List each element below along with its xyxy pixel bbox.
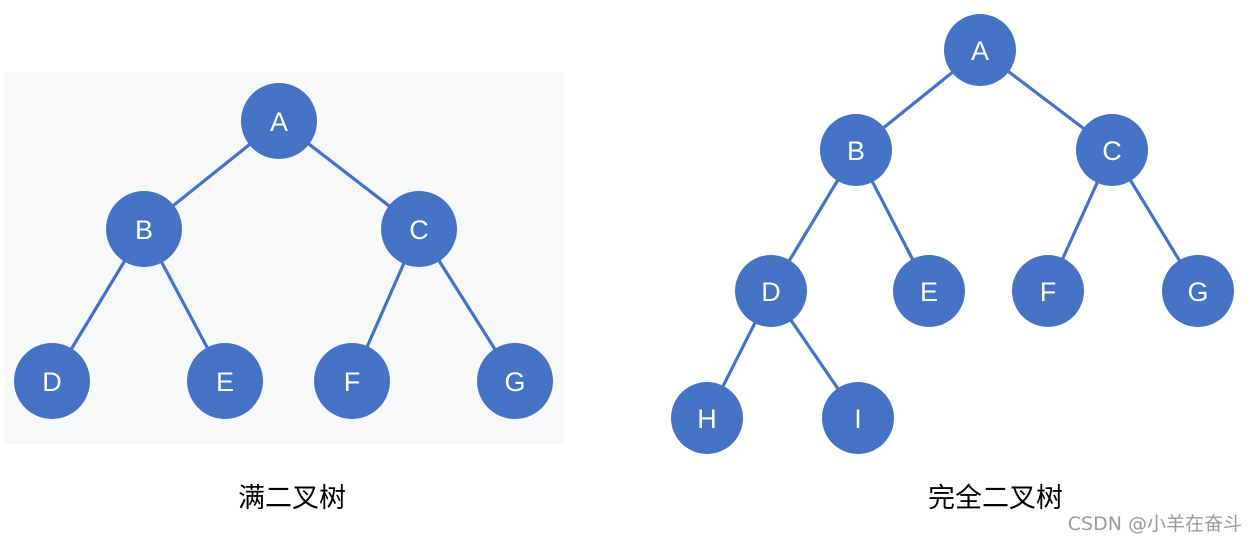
tree-node-A: A	[944, 14, 1016, 86]
full-binary-tree: A B C D E F G	[14, 83, 553, 419]
node-label: B	[847, 136, 865, 166]
tree-node-A: A	[241, 83, 317, 159]
node-circle	[314, 343, 390, 419]
tree-node-D: D	[14, 343, 90, 419]
tree-node-F: F	[314, 343, 390, 419]
node-label: C	[1102, 136, 1122, 166]
node-circle	[822, 382, 894, 454]
node-label: B	[135, 215, 153, 245]
node-circle	[477, 343, 553, 419]
node-circle	[1012, 255, 1084, 327]
tree-node-C: C	[1076, 114, 1148, 186]
node-circle	[944, 14, 1016, 86]
tree-node-C: C	[381, 191, 457, 267]
node-label: D	[42, 367, 62, 397]
node-circle	[14, 343, 90, 419]
tree-node-B: B	[820, 114, 892, 186]
node-circle	[735, 255, 807, 327]
node-label: G	[504, 367, 525, 397]
node-label: F	[344, 367, 361, 397]
node-circle	[820, 114, 892, 186]
node-label: G	[1187, 277, 1208, 307]
tree-node-E: E	[893, 255, 965, 327]
node-circle	[1076, 114, 1148, 186]
full-tree-caption: 满二叉树	[238, 483, 346, 514]
complete-binary-tree: A B C D E F G H I	[671, 14, 1234, 454]
node-circle	[241, 83, 317, 159]
tree-node-G: G	[477, 343, 553, 419]
node-label: A	[971, 36, 989, 66]
tree-node-G: G	[1162, 255, 1234, 327]
node-label: I	[854, 404, 862, 434]
node-circle	[187, 343, 263, 419]
node-label: A	[270, 107, 288, 137]
tree-node-F: F	[1012, 255, 1084, 327]
node-circle	[893, 255, 965, 327]
watermark: CSDN @小羊在奋斗	[1067, 513, 1242, 535]
node-label: E	[216, 367, 234, 397]
node-label: C	[409, 215, 429, 245]
node-label: F	[1040, 277, 1057, 307]
node-circle	[671, 382, 743, 454]
node-label: E	[920, 277, 938, 307]
tree-node-H: H	[671, 382, 743, 454]
tree-node-B: B	[106, 191, 182, 267]
tree-node-D: D	[735, 255, 807, 327]
node-circle	[381, 191, 457, 267]
tree-node-I: I	[822, 382, 894, 454]
node-circle	[106, 191, 182, 267]
node-label: H	[697, 404, 717, 434]
tree-node-E: E	[187, 343, 263, 419]
complete-tree-caption: 完全二叉树	[928, 483, 1063, 514]
node-label: D	[761, 277, 781, 307]
node-circle	[1162, 255, 1234, 327]
